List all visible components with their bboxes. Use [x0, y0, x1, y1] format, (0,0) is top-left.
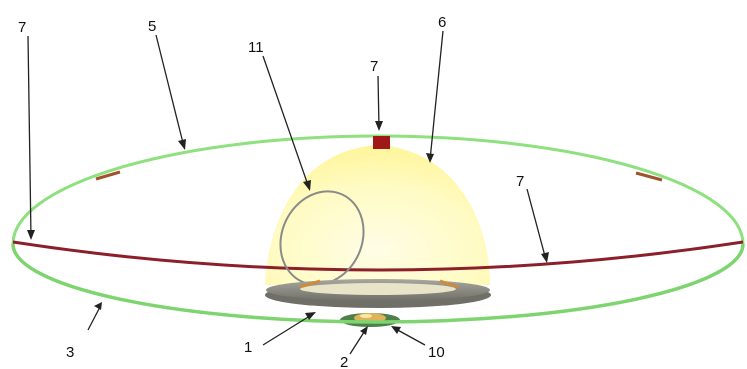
leader-lines: [27, 30, 549, 355]
top-marker: [373, 136, 390, 149]
label-6: 6: [438, 14, 446, 31]
label-2: 2: [340, 354, 348, 369]
outer-ring-front: [11, 243, 745, 324]
label-7-right: 7: [516, 173, 524, 190]
label-1: 1: [244, 339, 252, 356]
label-10: 10: [428, 344, 445, 361]
ring-marker-right: [635, 171, 663, 182]
label-11: 11: [248, 39, 264, 56]
equator-band: [12, 240, 744, 272]
label-7-top: 7: [370, 58, 378, 75]
label-7-left: 7: [18, 19, 26, 36]
base-plate-inner: [300, 283, 456, 295]
ring-marker-left: [95, 170, 121, 181]
bottom-mount-light: [360, 314, 372, 318]
label-3: 3: [66, 344, 74, 361]
base-plate-legs: [299, 279, 459, 289]
small-loop: [279, 190, 365, 286]
dome: [265, 145, 490, 285]
label-5: 5: [148, 18, 156, 35]
